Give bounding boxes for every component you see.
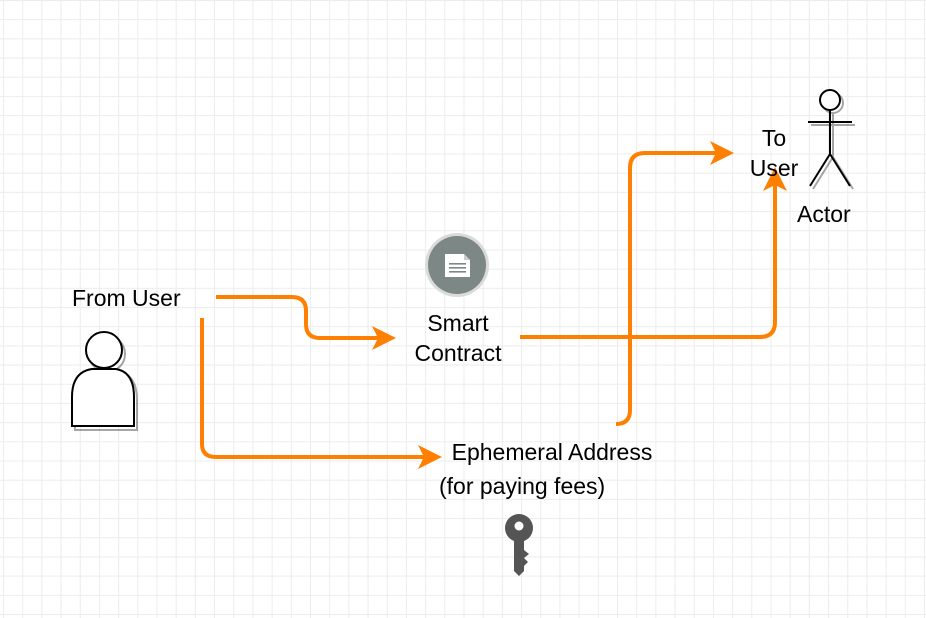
connector-from-user-to-smart-contract[interactable] [216, 295, 378, 340]
to-user-label: To User [732, 123, 816, 183]
ephemeral-address-label: Ephemeral Address [420, 437, 684, 467]
user-icon[interactable] [71, 331, 138, 431]
smart-contract-label: Smart Contract [398, 308, 518, 368]
actor-label: Actor [797, 201, 851, 227]
to-user-label-line2: User [749, 155, 799, 181]
stick-figure-actor-icon[interactable] [800, 86, 866, 196]
arrowhead-ephemeral-address [418, 445, 442, 469]
arrowhead-smart-contract [372, 326, 396, 350]
arrowhead-to-user-left [710, 141, 734, 165]
arrowhead-to-user-bottom [763, 167, 787, 191]
smart-contract-label-line2: Contract [414, 340, 502, 366]
connector-from-user-to-ephemeral-address[interactable] [200, 318, 424, 459]
key-icon[interactable] [503, 513, 537, 579]
document-icon[interactable] [424, 232, 490, 298]
to-user-label-line1: To [761, 125, 787, 151]
ephemeral-address-label-line1: Ephemeral Address [451, 439, 653, 465]
smart-contract-label-line1: Smart [427, 310, 489, 336]
connector-smart-contract-to-to-user[interactable] [520, 185, 777, 339]
ephemeral-address-label-line2: (for paying fees) [439, 473, 606, 499]
from-user-label: From User [72, 285, 181, 311]
connector-ephemeral-to-to-user[interactable] [615, 151, 716, 426]
ephemeral-address-sublabel: (for paying fees) [439, 471, 605, 501]
